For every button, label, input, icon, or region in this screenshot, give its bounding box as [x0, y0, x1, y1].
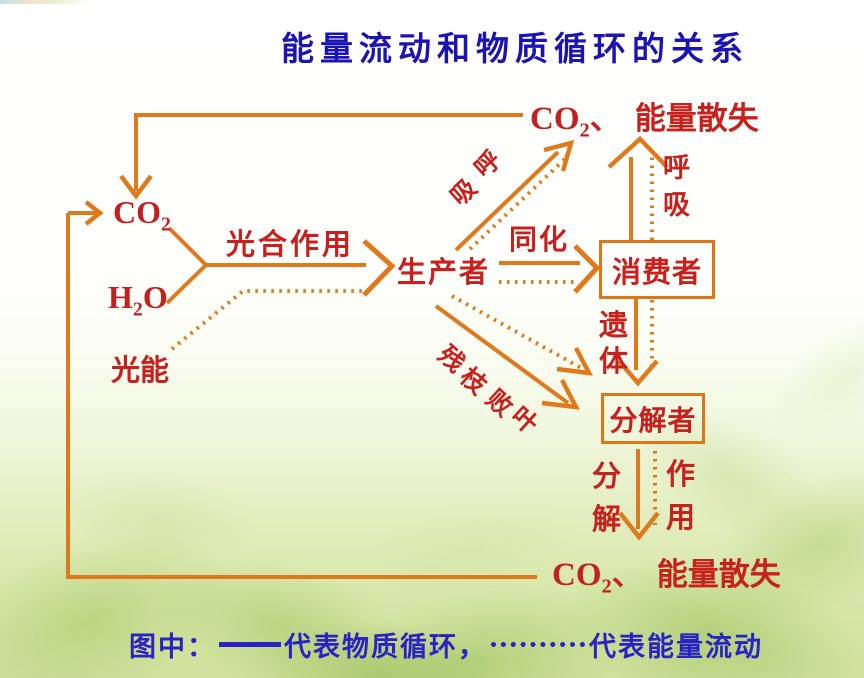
light-energy-dotted-line [170, 289, 364, 351]
co2-energy-loss-top: CO2、能量散失 [530, 101, 759, 142]
assimilation-label: 同化 [509, 224, 570, 255]
photosynthesis-arrowhead [362, 239, 396, 297]
legend-solid-meaning: 代表物质循环， [284, 632, 487, 662]
debris-dotted-line [451, 294, 584, 371]
remains-arrowhead [617, 359, 659, 387]
consumer-respiration-label: 呼 吸 [663, 153, 690, 220]
decomposition-label-right: 作 用 [666, 459, 696, 534]
legend: 图中： 代表物质循环， 代表能量流动 [129, 625, 763, 664]
legend-prefix: 图中： [129, 632, 216, 662]
consumer-node: 消费者 [599, 240, 715, 299]
consumer-respiration-arrowhead [607, 135, 669, 169]
debris-dotted-arrowhead [556, 346, 593, 376]
decomposer-label: 分解者 [609, 404, 697, 436]
co2-input: CO2 [113, 194, 171, 236]
arrow-into-co2-head [84, 200, 104, 226]
producer-node: 生产者 [397, 257, 491, 289]
light-energy-label: 光能 [111, 355, 170, 387]
photosynthesis-label: 光合作用 [226, 229, 355, 261]
window-edge-artifact [0, 0, 92, 4]
legend-solid-line-symbol [219, 642, 281, 647]
legend-dotted-line-symbol [491, 642, 585, 647]
co2-branch-line [167, 226, 208, 267]
co2-energy-loss-bottom: CO2、能量散失 [552, 557, 781, 598]
remains-label: 遗 体 [599, 310, 629, 378]
producer-respiration-solid [454, 150, 560, 252]
h2o-input: H2O [108, 279, 168, 321]
producer-respiration-arrowhead [543, 139, 575, 172]
legend-dotted-meaning: 代表能量流动 [589, 632, 763, 662]
arrow-topsink-to-co2-line [134, 113, 523, 191]
assimilation-arrowhead [573, 244, 601, 294]
consumer-label: 消费者 [611, 256, 702, 289]
debris-solid-line [434, 304, 570, 405]
debris-solid-arrowhead [541, 378, 580, 410]
decomposition-arrowhead [618, 511, 660, 541]
page-title: 能量流动和物质循环的关系 [281, 30, 749, 67]
producer-respiration-dotted [468, 156, 568, 251]
arrow-topsink-to-co2-head [119, 174, 153, 200]
decomposer-node: 分解者 [601, 393, 705, 444]
arrow-bottomsink-to-co2-line [66, 213, 537, 579]
decomposition-label-left: 分 解 [592, 461, 622, 536]
h2o-branch-line [165, 263, 208, 305]
